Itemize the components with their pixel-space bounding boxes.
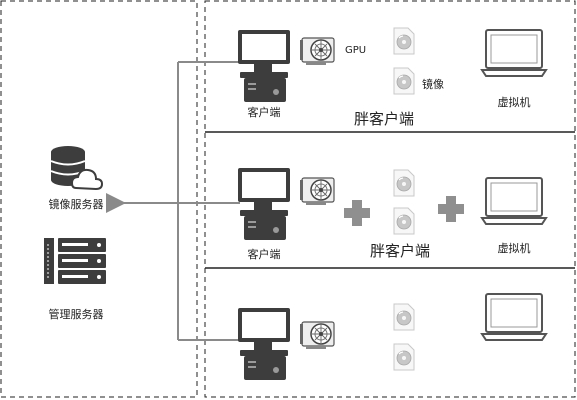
graphics-card-icon	[299, 321, 335, 350]
disc-image-icon	[393, 67, 415, 95]
disc-image-icon	[393, 169, 415, 197]
plus-icon	[438, 196, 464, 222]
fat-client-label: 胖客户端	[370, 242, 430, 260]
laptop-icon	[481, 29, 547, 77]
vm-label: 虚拟机	[498, 241, 531, 255]
gpu-label: GPU	[345, 45, 366, 56]
image-server-label: 镜像服务器	[49, 197, 104, 211]
client-row-2: 客户端 胖客户端 虚拟机	[238, 168, 547, 261]
management-server-label: 管理服务器	[49, 307, 104, 321]
servers-panel-border	[0, 0, 198, 398]
connection-lines	[177, 61, 240, 341]
disc-image-icon	[393, 207, 415, 235]
desktop-computer-icon	[238, 30, 290, 102]
server-rack-icon	[44, 238, 106, 284]
client-row-3	[238, 293, 547, 380]
client-row-1: GPU 客户端 镜像 胖客户端 虚拟机	[238, 27, 547, 128]
plus-icon	[344, 200, 370, 226]
clients-panel-border	[204, 0, 576, 398]
database-cloud-icon	[50, 146, 104, 191]
disc-image-icon	[393, 303, 415, 331]
graphics-card-icon	[299, 37, 335, 66]
client-label: 客户端	[248, 247, 281, 261]
disc-image-icon	[393, 27, 415, 55]
image-label: 镜像	[422, 77, 444, 91]
fat-client-label: 胖客户端	[354, 110, 414, 128]
desktop-computer-icon	[238, 168, 290, 240]
disc-image-icon	[393, 343, 415, 371]
laptop-icon	[481, 293, 547, 341]
vm-label: 虚拟机	[498, 95, 531, 109]
client-label: 客户端	[248, 105, 281, 119]
laptop-icon	[481, 177, 547, 225]
desktop-computer-icon	[238, 308, 290, 380]
graphics-card-icon	[299, 177, 335, 206]
